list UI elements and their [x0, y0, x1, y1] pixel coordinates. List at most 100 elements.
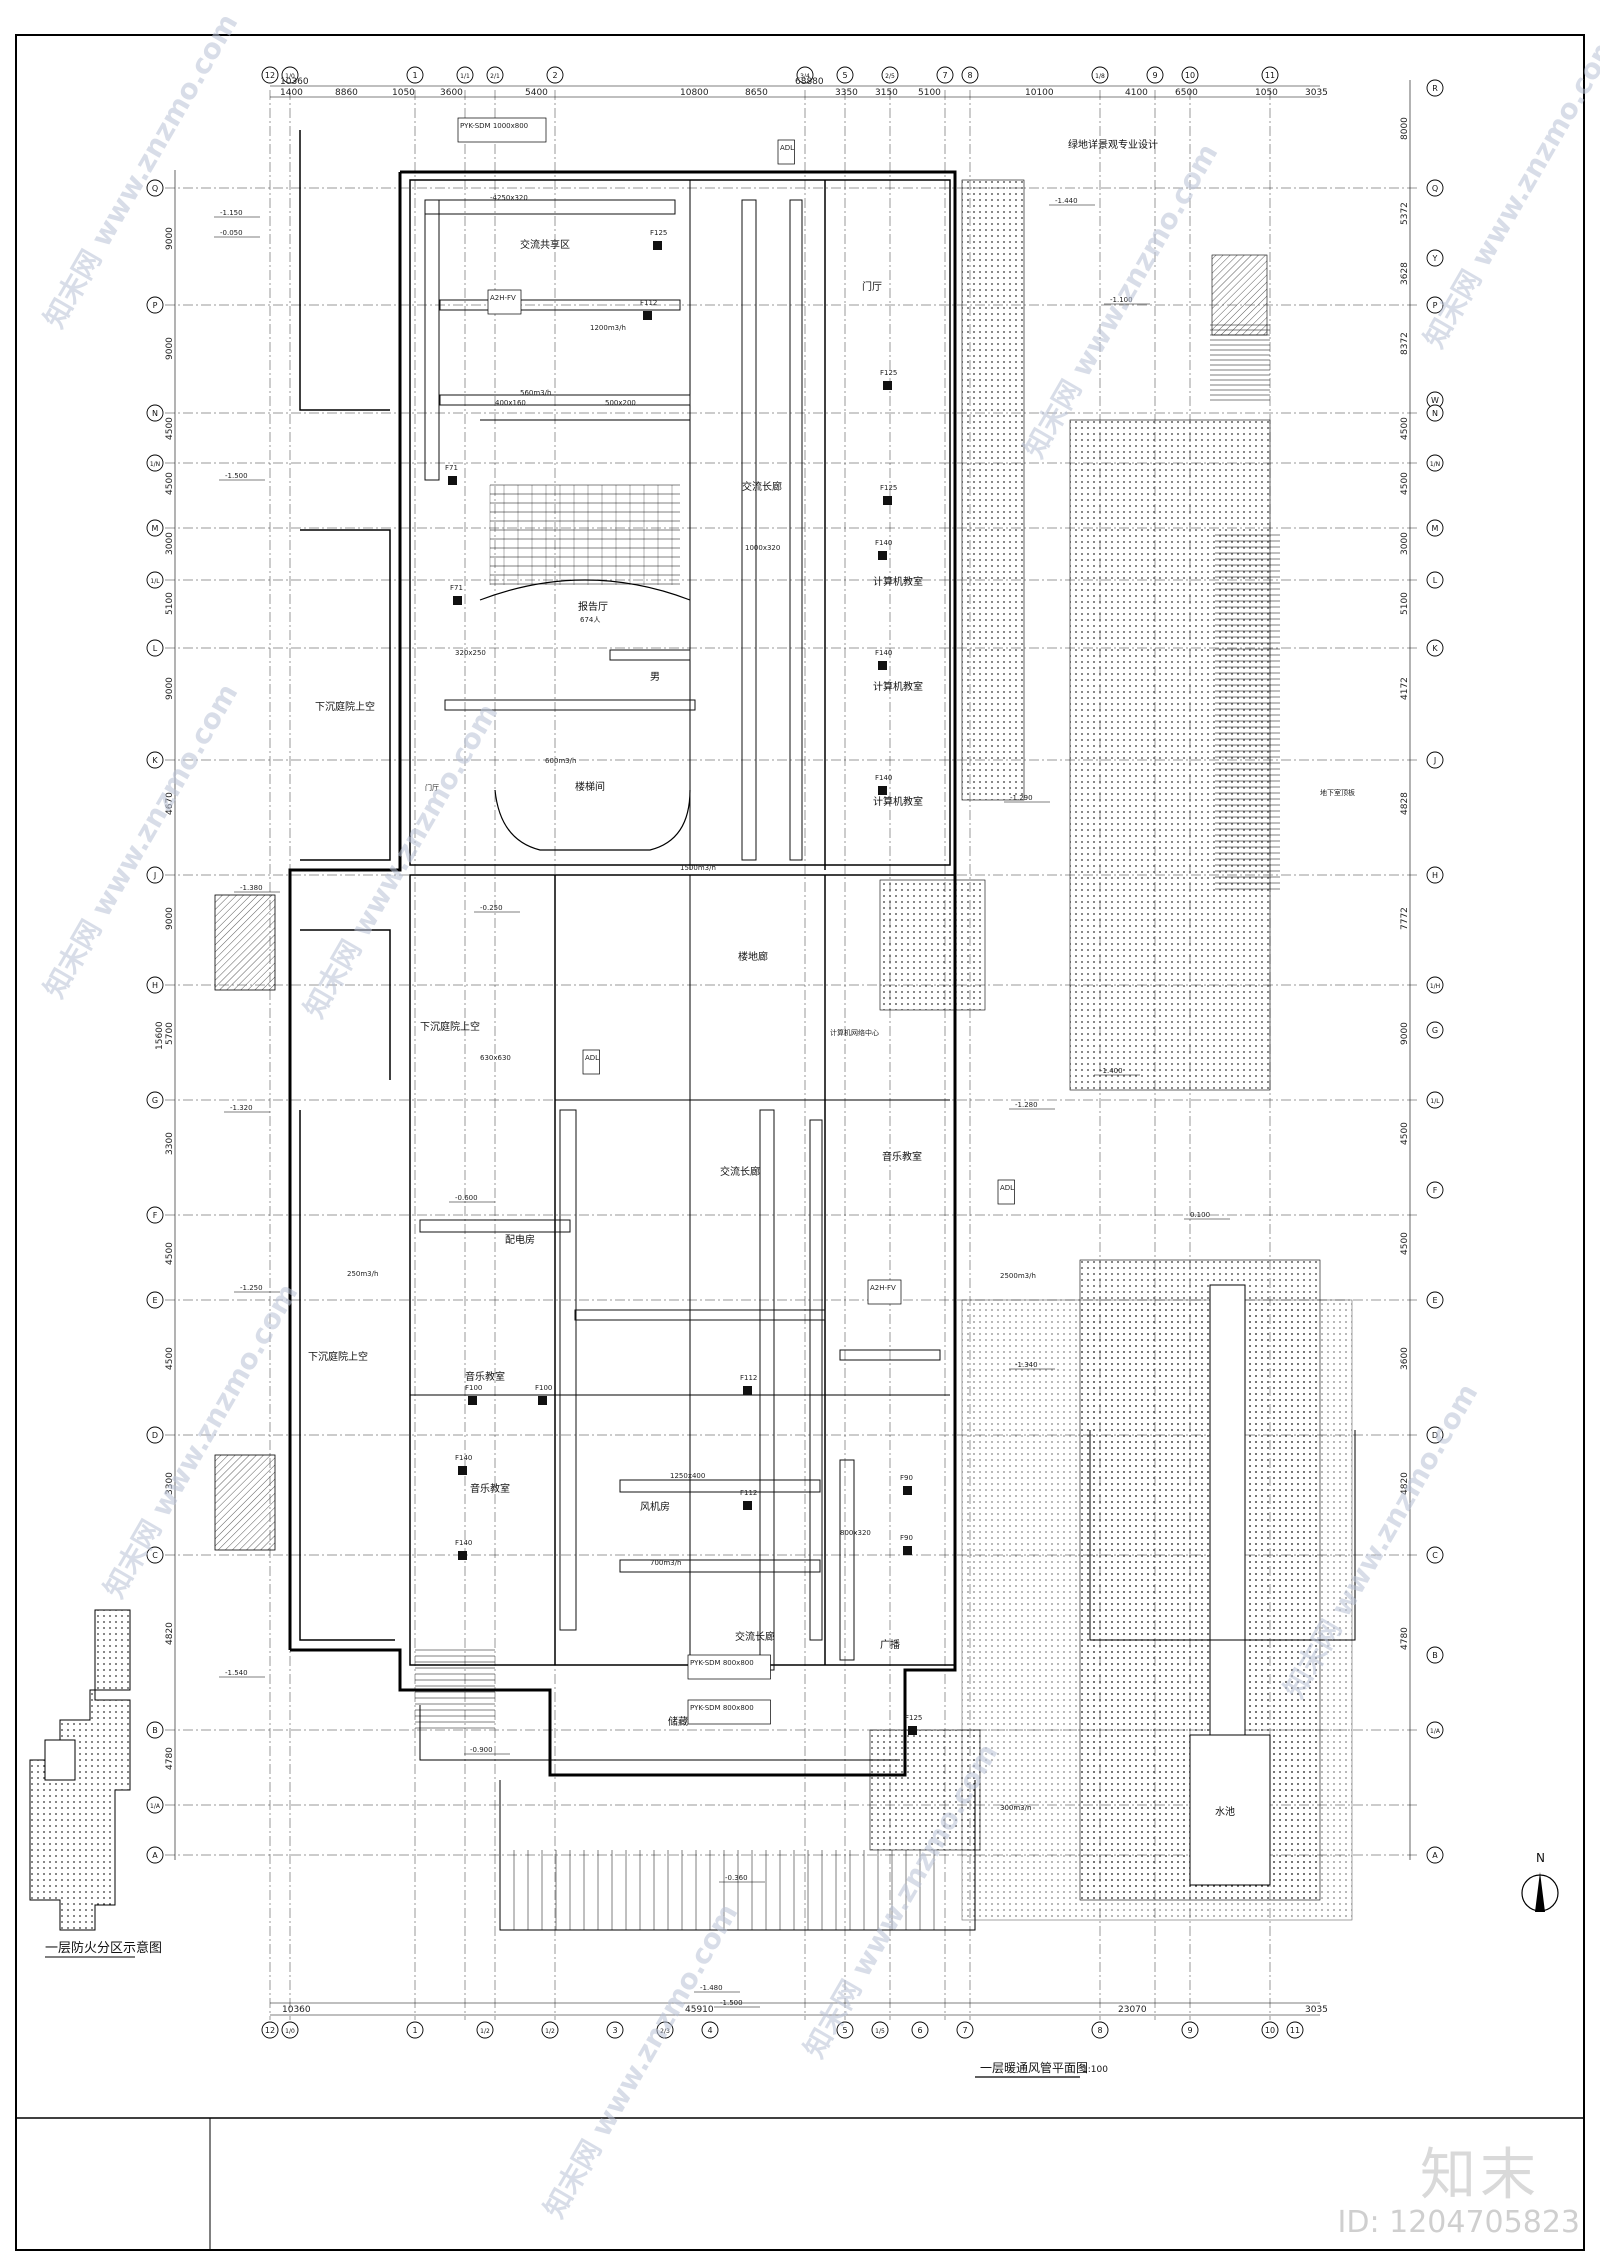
- dim-right-value: 5372: [1400, 202, 1410, 225]
- duct-note: 1000x320: [745, 544, 780, 552]
- dim-right-value: 5100: [1400, 592, 1410, 615]
- svg-text:A: A: [152, 1851, 158, 1860]
- room-music-class-2: 音乐教室: [465, 1370, 505, 1383]
- equipment-tag: F100: [535, 1384, 552, 1392]
- brand-logo-text: 知末: [1420, 2143, 1540, 2208]
- svg-text:1: 1: [412, 2026, 417, 2035]
- dim-left-value: 4780: [165, 1747, 175, 1770]
- grid-bubble-right: Y: [1426, 249, 1444, 267]
- svg-text:2/3: 2/3: [660, 2028, 670, 2035]
- svg-text:11: 11: [1265, 71, 1275, 80]
- svg-text:E: E: [1432, 1296, 1437, 1305]
- drawing-title: 一层暖通风管平面图: [980, 2060, 1088, 2075]
- dim-bottom-value: 23070: [1118, 2005, 1147, 2015]
- landscape-dotted-court: [879, 879, 986, 1011]
- grid-bubble-right: A: [1426, 1846, 1444, 1864]
- diffuser-marker: [453, 596, 462, 605]
- dim-top-value: 10360: [280, 77, 309, 87]
- equipment-tag: F100: [465, 1384, 482, 1392]
- svg-text:K: K: [1432, 644, 1438, 653]
- dim-left-value: 5100: [165, 592, 175, 615]
- dim-right-value: 4500: [1400, 417, 1410, 440]
- air-ducts: [419, 199, 941, 1671]
- duct-note: 2500m3/h: [1000, 1272, 1036, 1280]
- svg-text:F: F: [1433, 1186, 1438, 1195]
- grid-bubble-bottom: 2/3: [656, 2021, 674, 2039]
- watermark: 知末网 www.znzmo.com: [97, 1278, 304, 1603]
- grid-bubble-left: G: [146, 1091, 164, 1109]
- svg-text:A: A: [1432, 1851, 1438, 1860]
- dim-bottom-value: 3035: [1305, 2005, 1328, 2015]
- dim-left-value: 4500: [165, 417, 175, 440]
- equipment-tag: F112: [740, 1489, 757, 1497]
- fire-zone-inset: 一层防火分区示意图: [29, 1609, 162, 1958]
- grid-bubble-right: R: [1426, 79, 1444, 97]
- elevation-value: -1.400: [1100, 1067, 1123, 1075]
- room-stair-hall: 楼梯间: [575, 780, 605, 793]
- elevation-value: -0.250: [480, 904, 503, 912]
- room-sunken-court-w1: 下沉庭院上空: [315, 700, 375, 713]
- duct-note: 400x160: [495, 399, 526, 407]
- grid-bubble-right: 1/N: [1426, 454, 1444, 472]
- duct-note: -4250x320: [490, 194, 528, 202]
- svg-text:1/L: 1/L: [1430, 1098, 1440, 1105]
- svg-text:H: H: [1432, 871, 1438, 880]
- grid-bubble-left: B: [146, 1721, 164, 1739]
- elevation-value: -1.500: [225, 472, 248, 480]
- grid-bubble-right: W: [1426, 391, 1444, 409]
- svg-text:C: C: [152, 1551, 158, 1560]
- grid-bubble-right: 1/A: [1426, 1721, 1444, 1739]
- svg-text:1/5: 1/5: [875, 2028, 885, 2035]
- dim-top-value: 5400: [525, 88, 548, 98]
- grid-bubble-left: N: [146, 404, 164, 422]
- svg-text:1/2: 1/2: [545, 2028, 555, 2035]
- svg-text:1/N: 1/N: [150, 461, 160, 468]
- dim-right-value: 4500: [1400, 472, 1410, 495]
- room-pool: 水池: [1215, 1805, 1235, 1818]
- svg-text:7: 7: [962, 2026, 967, 2035]
- diffuser-marker: [878, 551, 887, 560]
- grid-bubble-bottom: 9: [1181, 2021, 1199, 2039]
- svg-text:1/0: 1/0: [285, 73, 295, 80]
- room-entrance-hall: 门厅: [425, 783, 439, 792]
- room-distribution-room: 配电房: [505, 1233, 535, 1246]
- equipment-tag: PYK-SDM 1000x800: [460, 122, 528, 130]
- grid-bubble-top: 11: [1261, 66, 1279, 84]
- equipment-tag-box: [457, 117, 547, 143]
- grid-bubble-left: 1/N: [146, 454, 164, 472]
- equipment-tag: F125: [880, 484, 897, 492]
- diffuser-marker: [903, 1546, 912, 1555]
- svg-text:C: C: [1432, 1551, 1438, 1560]
- svg-text:1/H: 1/H: [1430, 983, 1440, 990]
- svg-text:N: N: [152, 409, 158, 418]
- room-sunken-court-w2: 下沉庭院上空: [420, 1020, 480, 1033]
- room-exchange-area-north: 交流共享区: [520, 238, 570, 251]
- svg-text:N: N: [1432, 409, 1438, 418]
- duct-note: 500x200: [605, 399, 636, 407]
- svg-text:B: B: [152, 1726, 158, 1735]
- grid-bubble-top: 8: [961, 66, 979, 84]
- room-music-class-3: 音乐教室: [470, 1482, 510, 1495]
- watermark: 知末网 www.znzmo.com: [1417, 28, 1600, 353]
- dim-top-value: 3350: [835, 88, 858, 98]
- elevation-value: -1.540: [225, 1669, 248, 1677]
- diffuser-marker: [448, 476, 457, 485]
- svg-text:Y: Y: [1432, 254, 1438, 263]
- svg-text:3: 3: [612, 2026, 617, 2035]
- svg-text:2: 2: [552, 71, 557, 80]
- duct-note: 1500m3/h: [680, 864, 716, 872]
- landscape-dotted-south: [869, 1729, 981, 1851]
- grid-bubble-bottom: 8: [1091, 2021, 1109, 2039]
- grid-bubble-bottom: 1/2: [476, 2021, 494, 2039]
- svg-text:7: 7: [942, 71, 947, 80]
- grid-bubble-right: Q: [1426, 179, 1444, 197]
- room-corridor-east: 交流长廊: [742, 480, 782, 493]
- elevation-value: -1.480: [700, 1984, 723, 1992]
- building-walls: [288, 130, 1356, 1931]
- svg-text:P: P: [1433, 301, 1438, 310]
